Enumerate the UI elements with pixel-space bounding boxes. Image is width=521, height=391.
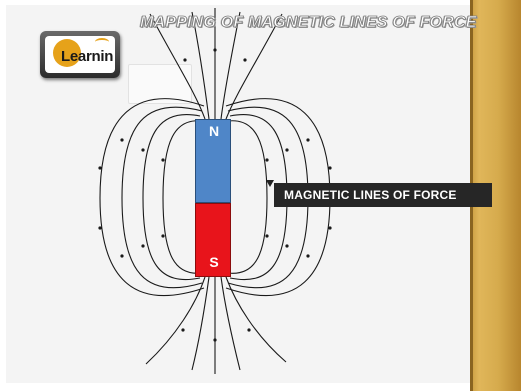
logo-e-icon [53,39,81,67]
bar-magnet: N S [195,119,231,277]
field-line [142,114,201,280]
south-pole-label: S [209,254,219,270]
field-line [191,276,210,371]
field-line [227,120,268,274]
north-pole: N [195,119,231,203]
page-title: MAPPING OF MAGNETIC LINES OF FORCE [140,14,477,32]
callout-pointer-icon [266,180,274,187]
field-line [220,11,241,120]
field-line [99,98,205,297]
logo-badge: Learnin [45,36,115,73]
field-line [121,106,203,289]
logo-text: Learnin [61,48,114,65]
callout-label: MAGNETIC LINES OF FORCE [274,183,492,207]
field-line [145,276,206,365]
field-line [225,276,287,363]
field-line [191,11,210,120]
logo-spark-icon [95,38,109,46]
field-line [220,276,241,371]
north-pole-label: N [208,123,220,139]
learnin-logo[interactable]: Learnin [40,31,120,78]
south-pole: S [195,203,231,277]
field-line [162,120,203,274]
